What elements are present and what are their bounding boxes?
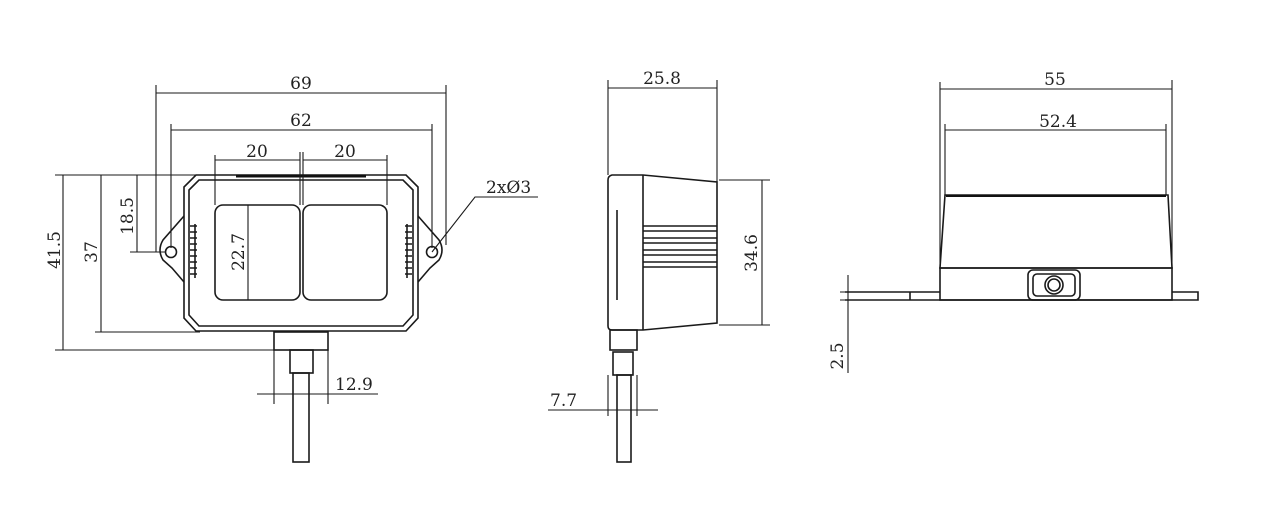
front-body-outer <box>183 174 419 332</box>
front-view: 69 62 20 20 2xØ3 41.5 37 18.5 22.7 12.9 <box>45 74 538 463</box>
dim-side-height: 34.6 <box>742 234 762 272</box>
side-connector <box>609 329 638 351</box>
dim-overall-width: 69 <box>290 74 312 94</box>
dim-body-height: 37 <box>82 241 102 263</box>
side-dimensions <box>548 80 770 416</box>
right-lens-window <box>302 204 388 301</box>
dim-top-width: 55 <box>1044 70 1066 90</box>
side-body <box>607 174 718 331</box>
dim-depth: 25.8 <box>643 69 681 89</box>
top-connector-port <box>1044 275 1064 295</box>
left-vent-icon <box>190 224 197 278</box>
dim-window-right: 20 <box>334 142 356 162</box>
dim-connector-width: 12.9 <box>335 375 373 395</box>
front-cable-boot <box>289 349 314 374</box>
front-body-inner <box>188 179 414 327</box>
side-cable-boot <box>612 351 634 376</box>
dim-overall-height: 41.5 <box>45 231 65 269</box>
left-ear <box>159 215 185 283</box>
dim-flange-thickness: 2.5 <box>828 342 848 369</box>
dim-hole-height: 18.5 <box>118 197 138 235</box>
left-mounting-hole <box>164 245 178 259</box>
dim-hole-callout: 2xØ3 <box>486 178 531 198</box>
right-ear <box>417 215 443 283</box>
dim-hole-spacing: 62 <box>290 111 312 131</box>
dim-window-left: 20 <box>246 142 268 162</box>
top-view: 55 52.4 2.5 <box>828 70 1199 373</box>
side-cable <box>616 374 632 463</box>
front-dimensions <box>55 85 538 404</box>
dim-cable-width: 7.7 <box>550 391 577 411</box>
side-view: 25.8 34.6 7.7 <box>548 69 770 463</box>
top-flange <box>845 291 1199 301</box>
left-lens-window <box>214 204 301 301</box>
top-connector <box>1027 269 1081 301</box>
top-dimensions <box>840 80 1173 373</box>
dim-window-height: 22.7 <box>229 233 249 271</box>
side-grooves <box>643 225 717 268</box>
dim-top-body-width: 52.4 <box>1039 112 1077 132</box>
front-cable <box>292 372 310 463</box>
right-vent-icon <box>405 224 412 278</box>
front-connector <box>273 331 329 351</box>
top-body-upper <box>939 194 1173 269</box>
